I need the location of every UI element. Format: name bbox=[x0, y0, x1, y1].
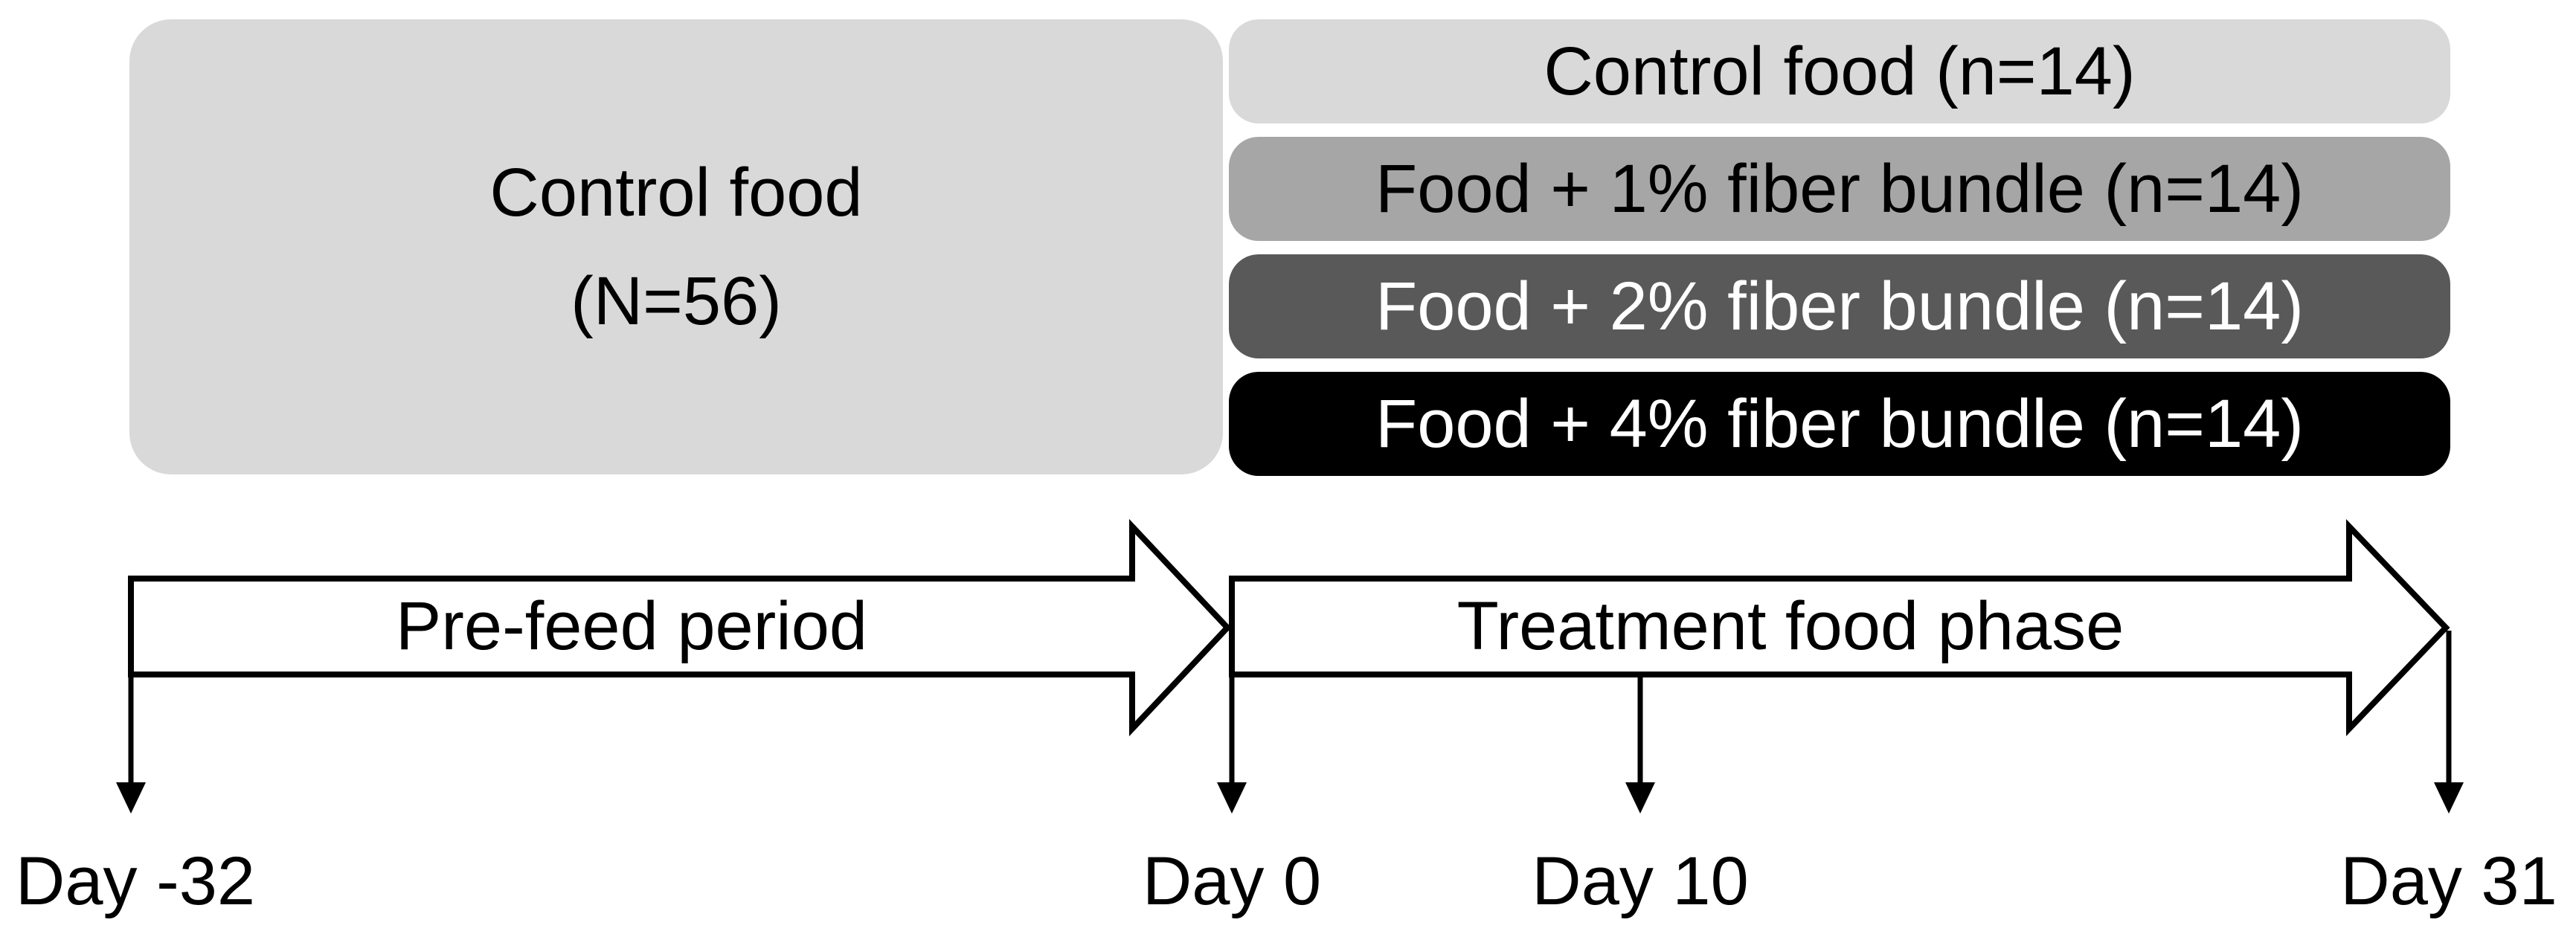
day-label-0: Day 0 bbox=[1142, 843, 1322, 919]
day-marker-minus32-arrow bbox=[116, 675, 146, 814]
day-marker-31-arrowhead-icon bbox=[2434, 782, 2464, 814]
treatment-arm-control-label: Control food (n=14) bbox=[1544, 33, 2136, 109]
day-marker-10-arrow bbox=[1625, 675, 1655, 814]
treatment-arm-2pct-fiber-label: Food + 2% fiber bundle (n=14) bbox=[1375, 268, 2304, 344]
day-label-31: Day 31 bbox=[2340, 843, 2557, 919]
day-marker-0-arrowhead-icon bbox=[1217, 782, 1247, 814]
treatment-arm-4pct-fiber: Food + 4% fiber bundle (n=14) bbox=[1229, 372, 2450, 476]
prefeed-phase-label: Pre-feed period bbox=[395, 587, 868, 664]
allocation-box-title: Control food bbox=[489, 155, 863, 231]
day-label-minus32: Day -32 bbox=[15, 843, 256, 919]
day-marker-0-arrow bbox=[1217, 675, 1247, 814]
treatment-phase-arrow-shape bbox=[1229, 519, 2450, 736]
day-marker-31-arrow bbox=[2434, 631, 2464, 814]
treatment-phase-label: Treatment food phase bbox=[1456, 587, 2124, 664]
treatment-arm-2pct-fiber: Food + 2% fiber bundle (n=14) bbox=[1229, 254, 2450, 358]
treatment-arm-1pct-fiber: Food + 1% fiber bundle (n=14) bbox=[1229, 137, 2450, 241]
day-marker-10-arrowhead-icon bbox=[1625, 782, 1655, 814]
allocation-box-count: (N=56) bbox=[571, 263, 782, 339]
allocation-box: Control food (N=56) bbox=[129, 19, 1223, 474]
treatment-arm-control: Control food (n=14) bbox=[1229, 19, 2450, 123]
treatment-arm-1pct-fiber-label: Food + 1% fiber bundle (n=14) bbox=[1375, 150, 2304, 227]
treatment-arm-4pct-fiber-label: Food + 4% fiber bundle (n=14) bbox=[1375, 385, 2304, 462]
day-marker-minus32-arrowhead-icon bbox=[116, 782, 146, 814]
prefeed-phase-arrow-shape bbox=[128, 518, 1232, 737]
day-label-10: Day 10 bbox=[1532, 843, 1749, 919]
